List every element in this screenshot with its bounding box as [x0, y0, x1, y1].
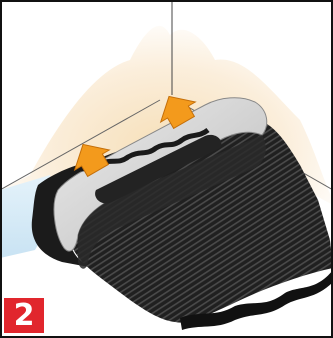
- step-number-badge: 2: [4, 298, 44, 333]
